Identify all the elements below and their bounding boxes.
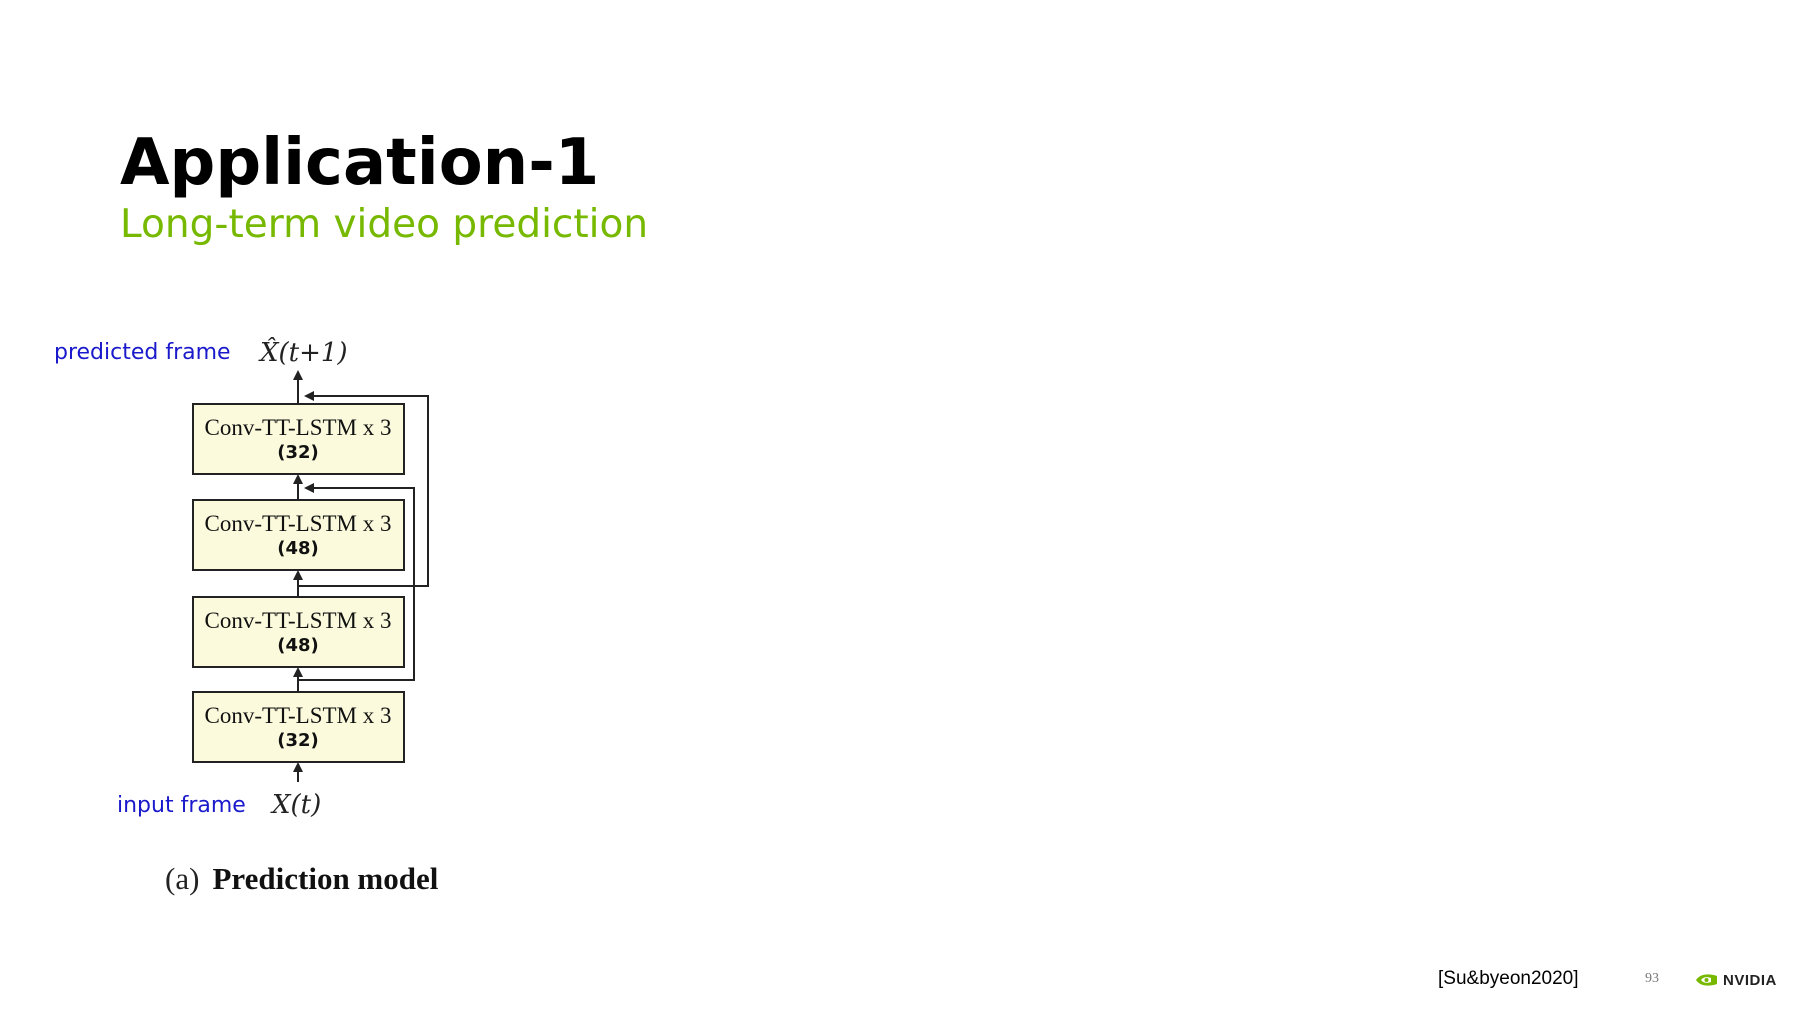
input-frame-label: input frame [117,793,246,818]
input-symbol: X(t) [270,790,321,820]
figure-caption: (a) Prediction model [165,861,439,896]
predicted-frame-label: predicted frame [54,340,231,365]
lstm-block-4: Conv-TT-LSTM x 3 (32) [192,403,405,475]
lstm-block-4-label: Conv-TT-LSTM x 3 [205,415,392,440]
output-symbol: X̂(t+1) [258,337,348,368]
skip-connection-inner [298,483,415,681]
lstm-block-3-label: Conv-TT-LSTM x 3 [205,511,392,536]
nvidia-logo: NVIDIA [1695,968,1777,992]
skip-connection-outer [298,391,429,587]
lstm-block-3: Conv-TT-LSTM x 3 (48) [192,499,405,571]
lstm-block-2-label: Conv-TT-LSTM x 3 [205,608,392,633]
nvidia-logo-text: NVIDIA [1723,971,1777,989]
page-number: 93 [1645,971,1659,986]
citation: [Su&byeon2020] [1438,968,1579,989]
lstm-block-2-channels: (48) [277,635,319,656]
nvidia-eye-icon [1696,974,1717,986]
lstm-block-1-channels: (32) [277,730,319,751]
lstm-block-3-channels: (48) [277,538,319,559]
lstm-block-1-label: Conv-TT-LSTM x 3 [205,703,392,728]
caption-title: Prediction model [213,861,439,896]
lstm-block-1: Conv-TT-LSTM x 3 (32) [192,691,405,763]
slide-title: Application-1 [120,126,600,200]
lstm-block-4-channels: (32) [277,442,319,463]
slide-subtitle: Long-term video prediction [120,202,649,247]
lstm-block-2: Conv-TT-LSTM x 3 (48) [192,596,405,668]
lstm-block-3-rect [192,499,405,571]
lstm-block-2-rect [192,596,405,668]
caption-prefix: (a) [165,861,199,896]
